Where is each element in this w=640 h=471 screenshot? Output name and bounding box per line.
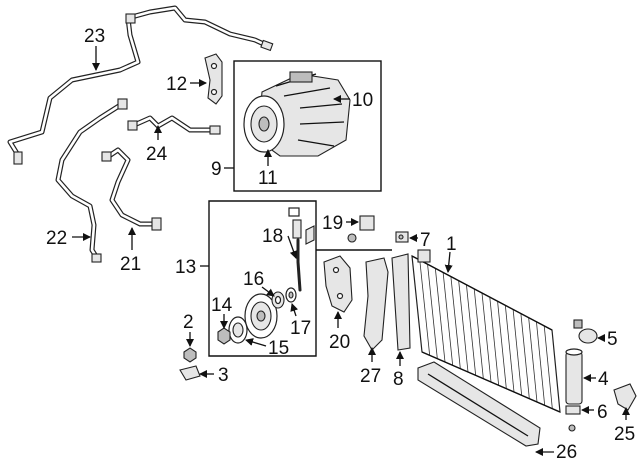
- callout-1: 1: [446, 234, 457, 255]
- deflector-26: [417, 361, 541, 447]
- callout-7: 7: [420, 230, 431, 251]
- callout-25: 25: [614, 424, 635, 445]
- callout-19: 19: [322, 213, 343, 234]
- leader-15: [245, 338, 267, 347]
- callout-6: 6: [597, 402, 608, 423]
- callout-14: 14: [211, 295, 233, 316]
- bracket-20: [323, 255, 353, 313]
- callout-23: 23: [84, 26, 105, 47]
- compressor-group-box: [233, 60, 382, 192]
- condenser-fin: [442, 272, 454, 366]
- callout-26: 26: [556, 442, 577, 463]
- switch-19: [347, 215, 375, 243]
- condenser-fin: [504, 305, 515, 393]
- callout-11: 11: [258, 168, 278, 189]
- callout-12: 12: [166, 74, 187, 95]
- callout-21: 21: [120, 254, 141, 275]
- drier-4: [565, 348, 583, 405]
- callout-5: 5: [607, 329, 618, 350]
- cap-5: [573, 319, 598, 344]
- condenser-1: [411, 249, 561, 413]
- condenser-fin: [419, 260, 431, 356]
- hose-23: [7, 5, 274, 165]
- callout-2: 2: [183, 312, 194, 333]
- callout-labels: 1 2 3 4 5 6 7 8 9 10 11 12 13 14 15 16 1…: [46, 26, 635, 463]
- callout-20: 20: [329, 332, 350, 353]
- clip-3: [179, 365, 201, 381]
- condenser-fin: [520, 313, 530, 399]
- callout-13: 13: [175, 257, 196, 278]
- condenser-fin: [434, 268, 446, 363]
- leader-lines: [72, 46, 630, 456]
- hose-22: [55, 98, 128, 263]
- seal-27: [363, 257, 389, 351]
- bracket-25: [613, 383, 637, 411]
- plate-14-side: [228, 316, 248, 344]
- seal-8: [391, 253, 411, 351]
- plug-6: [565, 405, 581, 432]
- condenser-fin: [512, 309, 523, 396]
- callout-9: 9: [211, 159, 222, 180]
- fitting-7: [395, 231, 409, 243]
- callout-27: 27: [360, 366, 381, 387]
- condenser-fin: [536, 321, 546, 406]
- callout-22: 22: [46, 228, 67, 249]
- hose-24: [127, 115, 221, 135]
- callout-3: 3: [218, 365, 229, 386]
- hose-21: [101, 147, 162, 231]
- callout-17: 17: [290, 318, 311, 339]
- condenser-fin: [497, 301, 507, 389]
- callout-16: 16: [243, 269, 264, 290]
- condenser-fin: [427, 264, 438, 359]
- condenser-fin: [528, 317, 538, 403]
- condenser-fin: [489, 297, 500, 386]
- leader-1: [444, 251, 453, 273]
- sensor-18: [288, 207, 315, 292]
- leader-17: [290, 303, 299, 317]
- callout-10: 10: [352, 90, 373, 111]
- nut-14: [217, 327, 231, 345]
- bracket-12: [204, 53, 223, 105]
- condenser-fin: [481, 292, 492, 383]
- condenser-fin: [543, 325, 553, 409]
- callout-18: 18: [262, 226, 283, 247]
- bolt-2: [183, 347, 197, 363]
- condenser-fin: [473, 288, 484, 379]
- condenser-fin: [450, 276, 461, 369]
- bearing-16: [271, 291, 285, 309]
- condenser-fin: [458, 280, 469, 373]
- condenser-fin: [466, 284, 477, 376]
- pulley-15: [244, 293, 278, 339]
- clutch-group-box: [208, 200, 392, 357]
- leader-18: [287, 235, 298, 259]
- callout-4: 4: [598, 369, 609, 390]
- leader-16: [261, 286, 275, 297]
- callout-8: 8: [393, 369, 404, 390]
- callout-15: 15: [268, 338, 289, 359]
- ring-17: [285, 287, 297, 303]
- callout-24: 24: [146, 144, 168, 165]
- clutch-11: [243, 95, 285, 153]
